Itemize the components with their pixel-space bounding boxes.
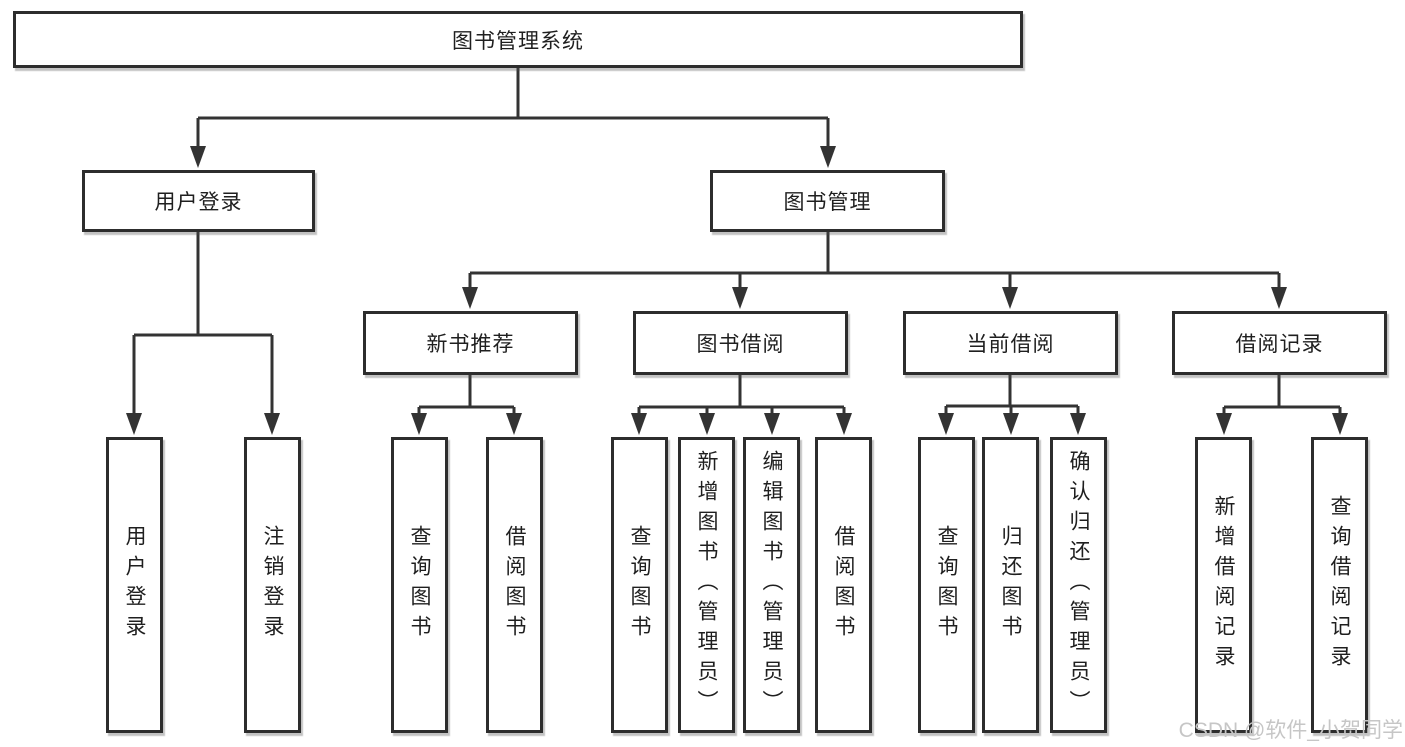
node-query-books-borrow: 查询图书 [611,437,668,733]
node-add-borrow-record: 新增借阅记录 [1195,437,1252,733]
node-borrow-books: 借阅图书 [815,437,872,733]
arrow-leaf-borrow-books-rec [506,413,522,435]
node-add-books-admin: 新增图书（管理员） [678,437,735,733]
node-confirm-return-admin: 确认归还（管理员） [1050,437,1107,733]
node-library-system: 图书管理系统 [13,11,1023,68]
node-book-borrow: 图书借阅 [633,311,848,375]
connector-book-borrow-branch [637,375,846,413]
node-borrow-records: 借阅记录 [1172,311,1387,375]
arrow-leaf-borrow-books [836,413,852,435]
arrow-leaf-edit-books [764,413,780,435]
arrow-current-borrow [1002,287,1018,309]
arrow-book-mgmt [820,146,836,168]
node-borrow-books-recommend: 借阅图书 [486,437,543,733]
arrow-user-login [190,146,206,168]
connector-current-borrow-branch [944,375,1080,413]
arrow-leaf-logout [264,413,280,435]
node-query-borrow-record: 查询借阅记录 [1311,437,1368,733]
node-new-book-recommend: 新书推荐 [363,311,578,375]
node-query-books-recommend: 查询图书 [391,437,448,733]
node-return-books: 归还图书 [982,437,1039,733]
arrow-leaf-query-record [1332,413,1348,435]
arrow-leaf-query-books-rec [411,413,427,435]
connector-book-mgmt-branch [468,232,1281,287]
arrow-records [1271,287,1287,309]
arrow-book-borrow [732,287,748,309]
connector-new-book-branch [417,375,516,413]
node-logout: 注销登录 [244,437,301,733]
node-query-books-current: 查询图书 [918,437,975,733]
connector-user-login-branch [132,232,274,413]
arrow-leaf-query-books-borrow [631,413,647,435]
arrow-leaf-confirm-return [1070,413,1086,435]
csdn-watermark: CSDN @软件_小贺同学 [1178,719,1403,742]
node-user-login-action: 用户登录 [106,437,163,733]
arrow-new-book [462,287,478,309]
node-book-management: 图书管理 [710,170,945,232]
arrow-leaf-query-books-current [938,413,954,435]
arrow-leaf-user-login [126,413,142,435]
arrowheads [126,146,1348,435]
arrow-leaf-add-record [1216,413,1232,435]
connector-root-branch [196,68,830,146]
arrow-leaf-return-books [1003,413,1019,435]
node-user-login: 用户登录 [82,170,315,232]
node-edit-books-admin: 编辑图书（管理员） [743,437,800,733]
node-current-borrow: 当前借阅 [903,311,1118,375]
connector-records-branch [1222,375,1342,413]
arrow-leaf-add-books [699,413,715,435]
